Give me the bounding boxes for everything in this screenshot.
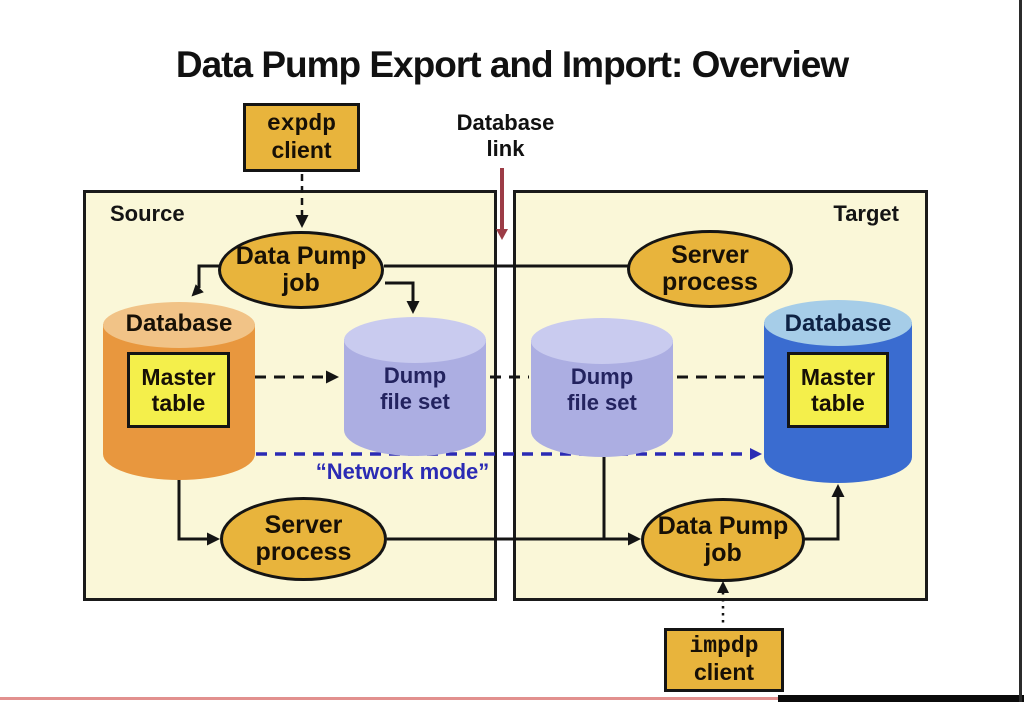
data-pump-job-target-line2: job	[704, 539, 742, 567]
server-process-target-line1: Server	[671, 241, 749, 269]
server-process-ellipse-source: Server process	[220, 497, 387, 581]
master-table-source-line2: table	[151, 390, 206, 416]
database-link-line	[496, 168, 508, 240]
right-edge-border	[1019, 0, 1022, 702]
expdp-command-text: expdp	[266, 110, 336, 137]
target-panel-label: Target	[833, 201, 899, 226]
dump-file-set-target-line2: file set	[567, 389, 637, 415]
dump-file-set-source-line2: file set	[380, 388, 450, 414]
bottom-right-black-bar	[778, 695, 1024, 702]
database-link-label: Database link	[456, 110, 555, 162]
dump-file-set-source-label: Dump file set	[344, 363, 486, 415]
master-table-target-line1: Master	[800, 363, 876, 390]
data-pump-job-source-line2: job	[282, 269, 320, 297]
network-mode-label: “Network mode”	[315, 459, 490, 484]
server-process-source-line2: process	[255, 538, 352, 566]
dump-file-set-cylinder-target: Dump file set	[531, 318, 673, 457]
dump-file-set-source-top	[344, 317, 486, 363]
expdp-client-box: expdp client	[243, 103, 360, 172]
database-label-source: Database	[125, 310, 233, 337]
data-pump-job-ellipse-target: Data Pump job	[641, 498, 805, 582]
database-label-target: Database	[784, 310, 892, 337]
database-cylinder-source-top	[103, 302, 255, 348]
source-panel-label: Source	[110, 201, 185, 226]
impdp-client-text: client	[693, 659, 755, 685]
server-process-target-line2: process	[662, 268, 758, 296]
impdp-command-text: impdp	[689, 633, 759, 660]
master-table-source-line1: Master	[141, 363, 216, 390]
master-table-source: Master table	[127, 352, 230, 428]
dump-file-set-source-line1: Dump	[383, 363, 447, 388]
dump-file-set-target-label: Dump file set	[531, 364, 673, 416]
data-pump-job-source-line1: Data Pump	[235, 242, 367, 270]
database-cylinder-target: Database Master table	[764, 300, 912, 483]
server-process-source-line1: Server	[264, 511, 343, 539]
page-title: Data Pump Export and Import: Overview	[175, 44, 849, 85]
database-cylinder-source: Database Master table	[103, 302, 255, 480]
dump-file-set-cylinder-source: Dump file set	[344, 317, 486, 456]
expdp-client-text: client	[271, 136, 332, 163]
dump-file-set-target-line1: Dump	[570, 364, 634, 389]
master-table-target: Master table	[787, 352, 889, 428]
dump-file-set-target-top	[531, 318, 673, 364]
master-table-target-line2: table	[811, 390, 865, 416]
data-pump-job-target-line1: Data Pump	[657, 512, 789, 540]
impdp-client-box: impdp client	[664, 628, 784, 692]
server-process-ellipse-target: Server process	[627, 230, 793, 308]
database-cylinder-target-top	[764, 300, 912, 346]
bottom-border-line	[0, 697, 1024, 700]
data-pump-job-ellipse-source: Data Pump job	[218, 231, 384, 309]
